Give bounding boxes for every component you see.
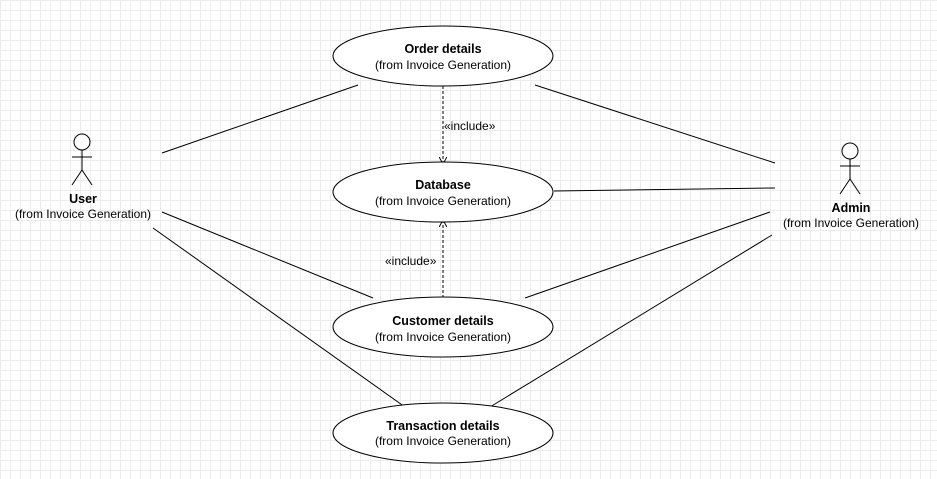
association-admin-transaction [489,234,773,408]
association-user-customer [161,211,374,299]
admin-stick-figure-icon [839,142,861,195]
actor-user-source: (from Invoice Generation) [15,207,151,221]
use-case-transaction-title: Transaction details [386,419,499,433]
association-admin-database [553,187,776,192]
actor-user-name: User [69,192,97,206]
use-case-database-title: Database [415,178,471,192]
use-case-order-title: Order details [404,42,481,56]
association-admin-customer [524,211,771,299]
association-user-order [161,84,359,154]
use-case-transaction-source: (from Invoice Generation) [375,434,511,448]
use-case-order-source: (from Invoice Generation) [375,58,511,72]
use-case-database[interactable]: Database (from Invoice Generation) [332,161,554,223]
use-case-customer-source: (from Invoice Generation) [375,330,511,344]
actor-admin-name: Admin [832,201,871,215]
actor-admin-source: (from Invoice Generation) [783,216,919,230]
actor-user[interactable]: User (from Invoice Generation) [15,133,151,221]
use-case-transaction-details[interactable]: Transaction details (from Invoice Genera… [332,402,554,464]
association-user-transaction [152,227,406,408]
use-case-customer-details[interactable]: Customer details (from Invoice Generatio… [332,296,554,358]
use-case-order-details[interactable]: Order details (from Invoice Generation) [332,25,554,87]
use-case-database-source: (from Invoice Generation) [375,194,511,208]
association-admin-order [534,84,776,164]
actor-admin[interactable]: Admin (from Invoice Generation) [783,142,919,230]
include-label-customer-database: «include» [385,254,437,268]
user-stick-figure-icon [71,133,93,186]
include-label-order-database: «include» [444,119,496,133]
use-case-customer-title: Customer details [392,314,493,328]
